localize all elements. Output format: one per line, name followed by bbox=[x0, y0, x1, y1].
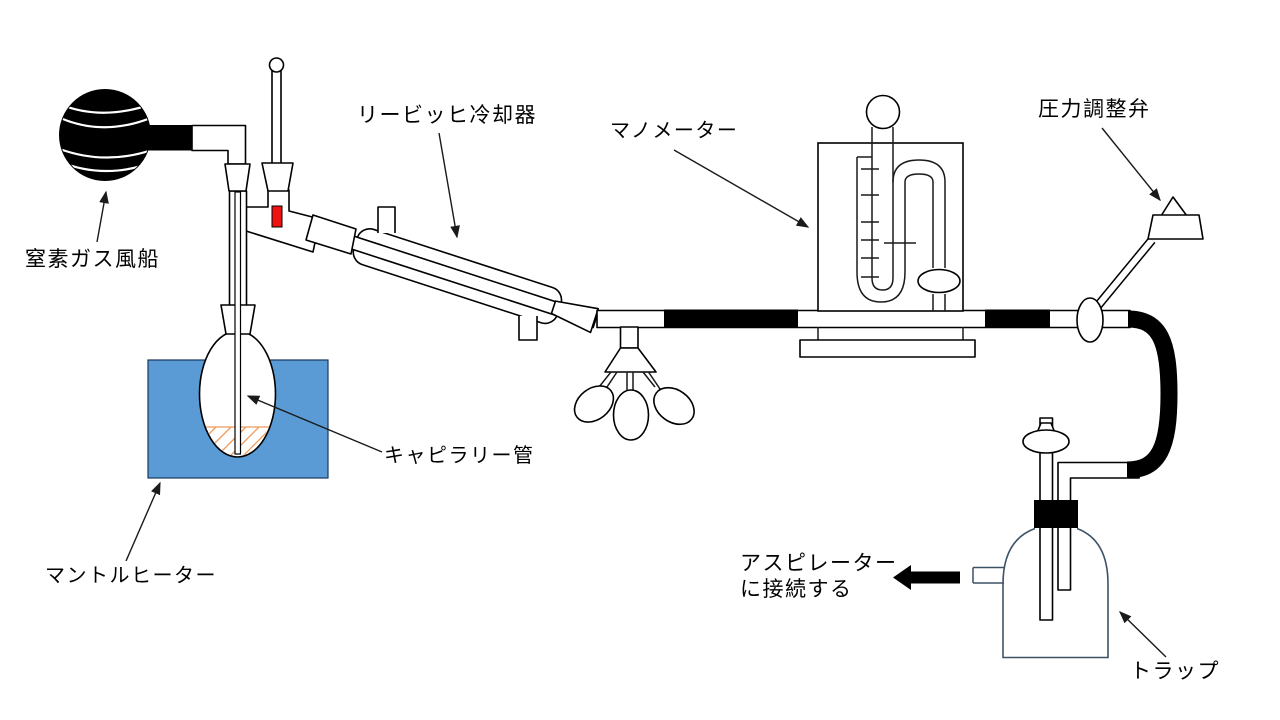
manometer-stopcock bbox=[917, 268, 961, 294]
receiver-flask-left bbox=[573, 385, 615, 423]
distillation-head bbox=[191, 124, 321, 335]
vacuum-line bbox=[596, 309, 1131, 329]
arrow-manometer bbox=[673, 149, 810, 228]
trap-bottle bbox=[972, 417, 1140, 659]
label-liebig-condenser: リービッヒ冷却器 bbox=[357, 103, 537, 127]
arrow-heater bbox=[125, 481, 161, 562]
arrow-trap bbox=[1118, 611, 1167, 658]
receiver-adapter bbox=[573, 326, 695, 441]
arrow-condenser bbox=[438, 132, 460, 239]
arrow-balloon bbox=[96, 190, 109, 243]
trap-side-arm bbox=[972, 566, 1004, 584]
label-trap: トラップ bbox=[1130, 659, 1220, 683]
label-capillary: キャピラリー管 bbox=[384, 443, 535, 467]
arrow-valve bbox=[1101, 127, 1161, 202]
condenser-water-inlet bbox=[377, 206, 396, 233]
manometer-bulb bbox=[865, 94, 901, 130]
valve-stopcock bbox=[1076, 297, 1104, 343]
rubber-hose bbox=[1126, 310, 1178, 479]
trap-stopcock bbox=[1022, 429, 1070, 454]
receiver-flask-right bbox=[653, 386, 695, 426]
condenser-water-outlet bbox=[518, 316, 538, 341]
rubber-tubing-1 bbox=[664, 309, 798, 328]
thermometer bbox=[261, 57, 294, 228]
aspirator-arrow bbox=[893, 565, 960, 590]
arrow-capillary bbox=[246, 395, 383, 453]
balloon-joint bbox=[224, 163, 251, 192]
label-pressure-valve: 圧力調整弁 bbox=[1038, 97, 1151, 121]
receiver-flask-middle bbox=[612, 389, 650, 441]
label-aspirator-line1: アスピレーター bbox=[740, 551, 898, 575]
label-aspirator-line2: に接続する bbox=[740, 577, 853, 602]
thermometer-bulb bbox=[271, 205, 283, 228]
manometer-scale-ticks bbox=[861, 168, 879, 278]
pressure-valve bbox=[1076, 196, 1204, 343]
condenser-inlet-joint bbox=[305, 214, 357, 255]
label-manometer: マノメーター bbox=[610, 118, 739, 142]
label-mantle-heater: マントルヒーター bbox=[45, 563, 217, 587]
label-nitrogen-balloon: 窒素ガス風船 bbox=[25, 247, 160, 271]
label-arrows bbox=[96, 127, 1167, 658]
manometer bbox=[799, 94, 976, 358]
rubber-tubing-2 bbox=[985, 309, 1050, 328]
manometer-base bbox=[799, 339, 976, 358]
label-aspirator: アスピレーター に接続する bbox=[740, 550, 898, 603]
trap-stopper bbox=[1034, 500, 1078, 528]
nitrogen-balloon bbox=[59, 89, 192, 181]
liebig-condenser bbox=[305, 206, 600, 341]
capillary-tube bbox=[234, 191, 242, 455]
